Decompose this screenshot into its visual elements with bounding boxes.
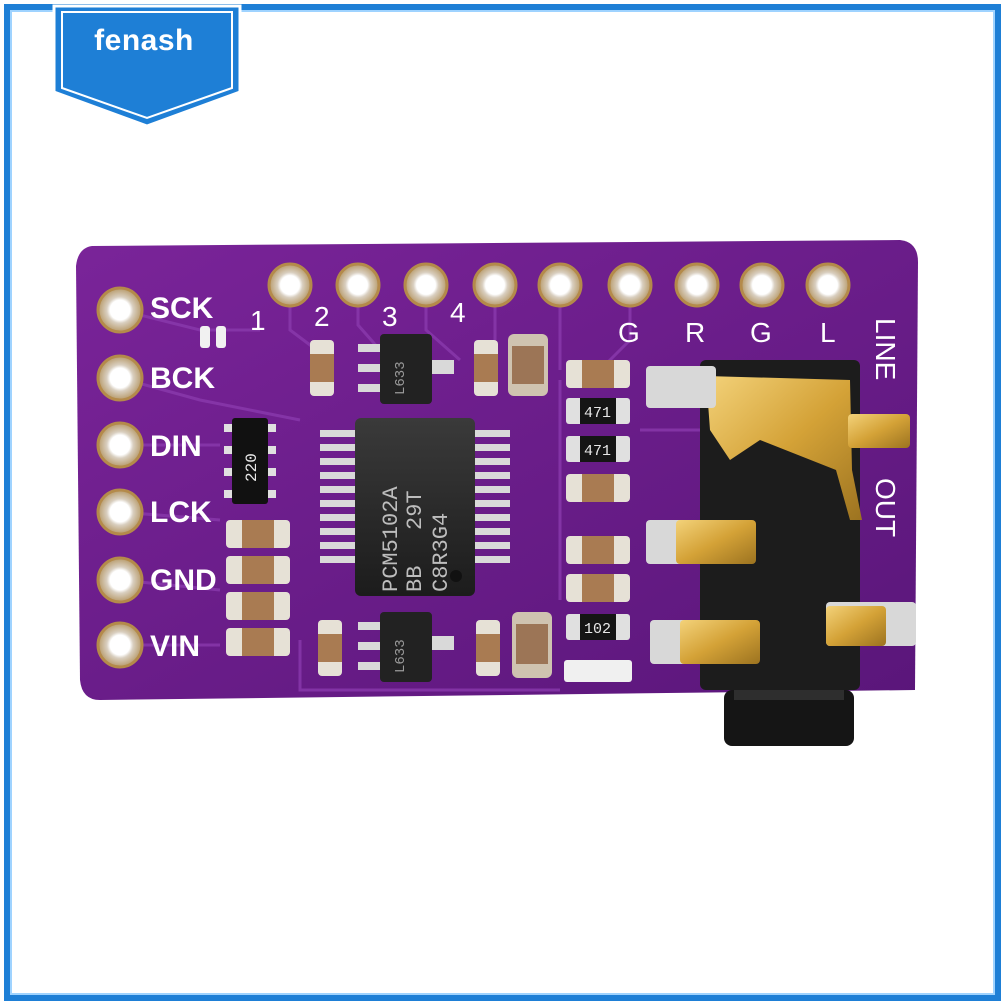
- brand-badge-shape: [52, 4, 242, 128]
- top-pin-5: [537, 262, 583, 308]
- label-top-3: 3: [382, 301, 398, 332]
- chip-marking-1: PCM5102A: [379, 486, 404, 592]
- brand-badge: [52, 4, 242, 128]
- pin-lck: [96, 488, 144, 536]
- pin-sck: [96, 286, 144, 334]
- top-pin-labels: 1 2 3 4 G R G L: [250, 297, 836, 348]
- jack-top-spring: [706, 376, 862, 520]
- chip-body: [355, 418, 475, 596]
- label-top-l: L: [820, 317, 836, 348]
- label-line: LINE: [870, 318, 901, 380]
- top-pin-4: [472, 262, 518, 308]
- resistor-102: 102: [584, 621, 611, 638]
- right-components: 471 471 102: [564, 360, 632, 682]
- resistor-network-marking: 220: [243, 453, 261, 482]
- label-vin: VIN: [150, 630, 200, 663]
- label-sck: SCK: [150, 292, 214, 325]
- brand-badge-border: [61, 11, 233, 120]
- top-pin-2: [335, 262, 381, 308]
- top-pin-1: [267, 262, 313, 308]
- pin-bck: [96, 354, 144, 402]
- audio-jack: [646, 360, 916, 746]
- dac-chip: PCM5102A BB 29T C8R3G4: [320, 418, 510, 596]
- jack-tab-top-left: [646, 366, 716, 408]
- image-frame-inner: [10, 10, 995, 995]
- regulator-top: L633: [358, 334, 454, 404]
- top-pin-3: [403, 262, 449, 308]
- chip-logo: BB: [403, 566, 428, 592]
- resistor-471-b: 471: [584, 443, 611, 460]
- regulator-top-marking: L633: [393, 361, 409, 395]
- top-pin-g1: [607, 262, 653, 308]
- solder-jumper: [200, 326, 226, 348]
- left-header-pins: [96, 286, 144, 669]
- left-pin-labels: SCK BCK DIN LCK GND VIN: [150, 292, 217, 663]
- pin-gnd: [96, 556, 144, 604]
- label-top-g1: G: [618, 317, 640, 348]
- resistor-network: 220: [224, 418, 276, 504]
- top-pin-g2: [739, 262, 785, 308]
- top-pin-r: [674, 262, 720, 308]
- label-out: OUT: [870, 478, 901, 537]
- chip-pin1-dot: [450, 570, 462, 582]
- label-bck: BCK: [150, 362, 215, 395]
- left-capacitors: [226, 520, 290, 656]
- brand-logo-text: fenash: [94, 24, 194, 57]
- chip-marking-3: C8R3G4: [429, 513, 454, 592]
- pin-vin: [96, 621, 144, 669]
- label-top-g2: G: [750, 317, 772, 348]
- label-gnd: GND: [150, 564, 217, 597]
- jack-barrel: [724, 690, 854, 746]
- label-top-2: 2: [314, 301, 330, 332]
- label-lck: LCK: [150, 496, 212, 529]
- label-top-1: 1: [250, 305, 266, 336]
- chip-right-legs: [470, 430, 510, 563]
- label-top-r: R: [685, 317, 705, 348]
- chip-left-legs: [320, 430, 358, 563]
- image-frame: [4, 4, 1001, 1001]
- regulator-bottom-marking: L633: [393, 639, 409, 673]
- top-pin-l: [805, 262, 851, 308]
- pin-din: [96, 421, 144, 469]
- label-top-4: 4: [450, 297, 466, 328]
- regulator-capacitors: [310, 334, 552, 678]
- top-header-pins: [267, 262, 851, 308]
- label-din: DIN: [150, 430, 202, 463]
- jack-tab-top-right: [848, 414, 910, 448]
- regulator-bottom: L633: [358, 612, 454, 682]
- resistor-471-a: 471: [584, 405, 611, 422]
- chip-marking-2: 29T: [403, 490, 428, 530]
- side-labels: LINE OUT: [870, 318, 901, 537]
